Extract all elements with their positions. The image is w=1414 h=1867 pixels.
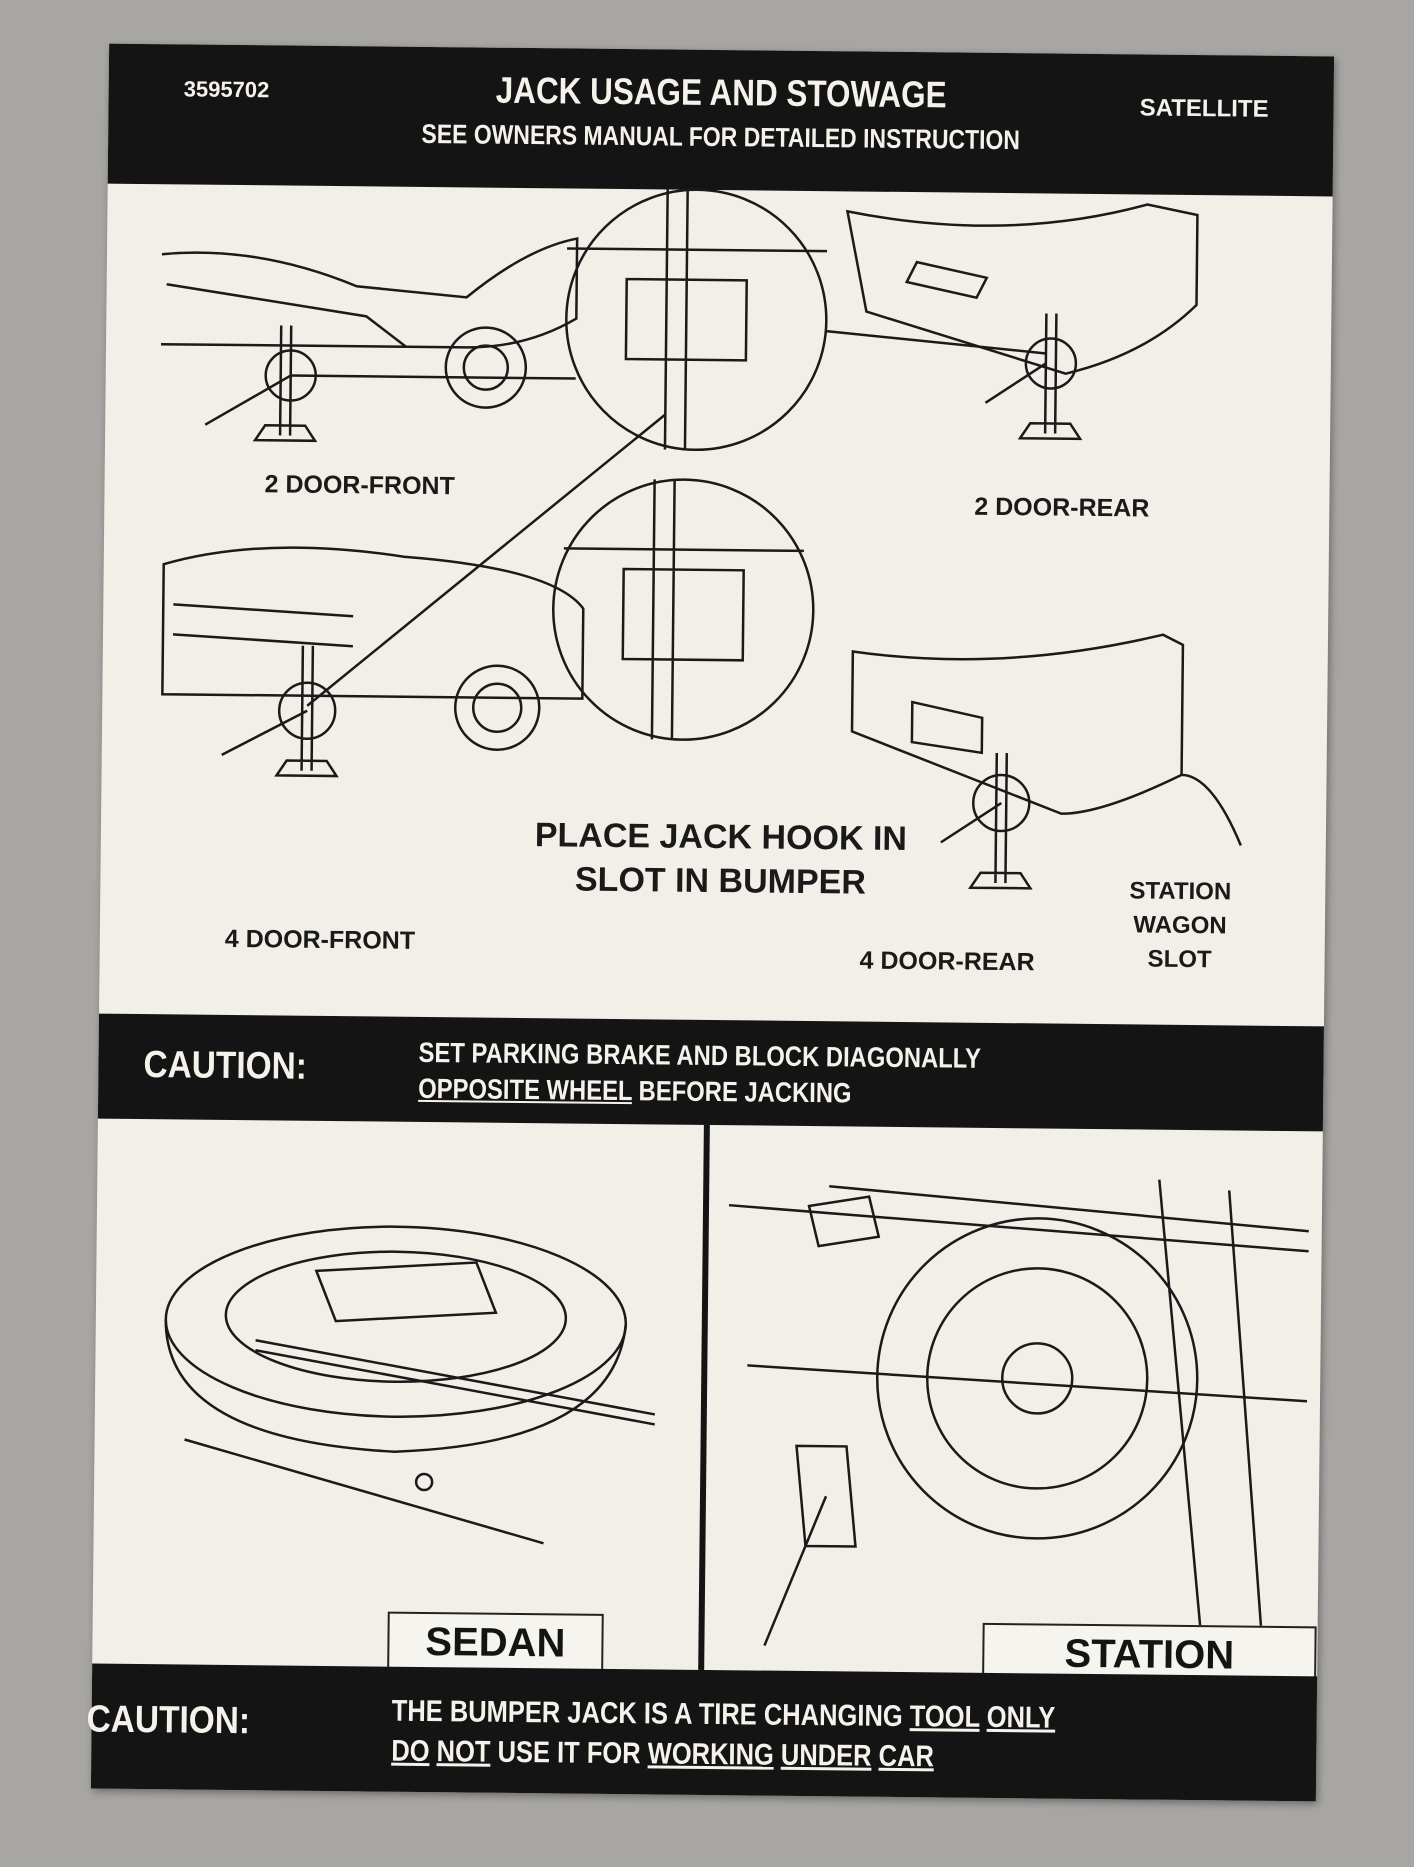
station-wagon-stowage-panel: STATION WAGON [704, 1125, 1323, 1733]
jacking-illustrations [161, 188, 1242, 890]
caution-1-rest: BEFORE JACKING [631, 1075, 852, 1109]
caution-2-underlined-word: UNDER [780, 1738, 872, 1773]
sw-slot-line-1: STATION [1129, 877, 1232, 906]
caution-2-underlined-word: ONLY [986, 1700, 1056, 1735]
leader-lines [290, 329, 1047, 707]
caution-band-1: CAUTION: SET PARKING BRAKE AND BLOCK DIA… [97, 1013, 1324, 1132]
caution-label-2: CAUTION: [86, 1698, 251, 1743]
caution-2-underlined-word: NOT [436, 1735, 491, 1769]
label-4-door-rear: 4 DOOR-REAR [859, 946, 1035, 977]
jack-instruction-decal: 3595702 JACK USAGE AND STOWAGE SEE OWNER… [86, 43, 1335, 1802]
sedan-label-box: SEDAN [387, 1611, 604, 1674]
caution-2-line-2: DO NOT USE IT FOR WORKING UNDER CAR [391, 1732, 1055, 1779]
caution-text-1: SET PARKING BRAKE AND BLOCK DIAGONALLY O… [418, 1035, 981, 1113]
caution-1-underlined: OPPOSITE WHEEL [418, 1072, 633, 1107]
caution-2-text-segment: USE IT FOR [490, 1735, 648, 1771]
caution-1-line-1: SET PARKING BRAKE AND BLOCK DIAGONALLY [418, 1036, 982, 1074]
label-2-door-front: 2 DOOR-FRONT [264, 470, 455, 501]
station-wagon-spare-tire-illustration [728, 1179, 1309, 1671]
caution-2-underlined-word: TOOL [909, 1700, 980, 1734]
caution-2-line-1: THE BUMPER JACK IS A TIRE CHANGING TOOL … [392, 1692, 1056, 1739]
jack-hook-instruction: PLACE JACK HOOK IN SLOT IN BUMPER [500, 813, 941, 906]
two-door-front-car-illustration [161, 237, 579, 443]
caution-2-underlined-word: WORKING [647, 1737, 774, 1772]
jack-hook-detail-circle-middle [552, 478, 815, 741]
caution-label-1: CAUTION: [143, 1044, 308, 1088]
caution-text-2: THE BUMPER JACK IS A TIRE CHANGING TOOL … [391, 1692, 1055, 1779]
caution-2-underlined-word: CAR [878, 1739, 935, 1774]
sedan-stowage-panel: SEDAN [92, 1119, 704, 1674]
jack-hook-detail-circle-top [565, 188, 828, 452]
sedan-spare-tire-illustration [164, 1225, 656, 1545]
label-4-door-front: 4 DOOR-FRONT [224, 924, 416, 955]
sw-slot-line-3: SLOT [1147, 945, 1212, 974]
caution-1-line-2: OPPOSITE WHEEL BEFORE JACKING [418, 1071, 981, 1113]
instruction-line-1: PLACE JACK HOOK IN [534, 816, 908, 859]
caution-2-text-segment: THE BUMPER JACK IS A TIRE CHANGING [391, 1694, 910, 1734]
caution-2-underlined-word: DO [391, 1734, 430, 1769]
sw-slot-line-2: WAGON [1133, 911, 1227, 940]
four-door-rear-car-illustration [850, 633, 1242, 890]
label-2-door-rear: 2 DOOR-REAR [974, 492, 1150, 523]
four-door-front-car-illustration [161, 546, 585, 778]
two-door-rear-car-illustration [845, 203, 1199, 441]
caution-band-2: CAUTION: THE BUMPER JACK IS A TIRE CHANG… [86, 1663, 1318, 1802]
label-station-wagon-slot: STATION WAGON SLOT [1104, 874, 1255, 978]
instruction-line-2: SLOT IN BUMPER [574, 860, 867, 902]
